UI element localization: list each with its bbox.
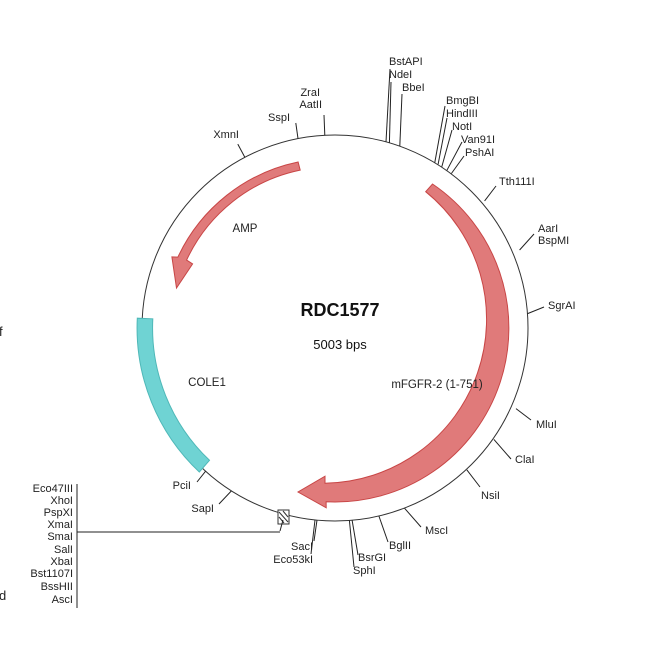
aatii-tick xyxy=(323,114,326,136)
site-label-saci: SacI xyxy=(291,541,313,553)
mlui-tick xyxy=(515,408,532,421)
site-label-bspmi: BspMI xyxy=(538,235,569,247)
sgrai-tick xyxy=(527,306,545,315)
mcs-site-label: XbaI xyxy=(50,556,73,568)
site-label-eco53ki: Eco53kI xyxy=(273,554,313,566)
site-label-zrai: ZraI xyxy=(300,87,320,99)
site-label-pshai: PshAI xyxy=(465,147,494,159)
bmgbi-tick xyxy=(434,105,446,163)
bsrgi-tick xyxy=(351,520,359,556)
sphi-tick xyxy=(348,520,355,568)
site-label-sspi: SspI xyxy=(268,112,290,124)
mfgfr2-feature-label: mFGFR-2 (1-751) xyxy=(391,379,483,391)
msci-tick xyxy=(404,507,422,528)
site-label-mlui: MluI xyxy=(536,419,557,431)
site-label-ndei: NdeI xyxy=(389,69,412,81)
site-label-xmni: XmnI xyxy=(213,129,239,141)
site-label-tth111i: Tth111I xyxy=(499,176,535,188)
bbei-tick xyxy=(399,93,403,147)
mcs-bracket xyxy=(76,484,280,608)
mcs-site-label: XmaI xyxy=(47,519,73,531)
nsii-tick xyxy=(466,469,481,488)
noti-tick xyxy=(441,129,453,167)
mcs-site-label: SalI xyxy=(54,544,73,556)
ndei-tick xyxy=(388,81,392,144)
van91i-tick xyxy=(446,141,463,171)
cole1-feature xyxy=(136,317,211,473)
site-label-sphi: SphI xyxy=(353,565,376,577)
site-label-sapi: SapI xyxy=(191,503,214,515)
site-label-van91i: Van91I xyxy=(461,134,495,146)
edge-fragment-d: d xyxy=(0,588,6,603)
eco53ki-tick xyxy=(310,519,316,555)
mcs-tick xyxy=(279,519,284,532)
restriction-site-ticks xyxy=(196,68,545,568)
mcs-site-label: SmaI xyxy=(47,531,73,543)
site-label-aari: AarI xyxy=(538,223,558,235)
mcs-site-label: Bst1107I xyxy=(30,568,73,580)
bstapi-tick xyxy=(385,68,391,142)
mcs-marker xyxy=(277,509,290,525)
site-label-bsrgi: BsrGI xyxy=(358,552,386,564)
mcs-site-label: XhoI xyxy=(50,495,73,507)
mcs-site-label: PspXI xyxy=(44,507,73,519)
site-label-bbei: BbeI xyxy=(402,82,425,94)
site-label-nsii: NsiI xyxy=(481,490,500,502)
tth111i-tick xyxy=(484,185,497,202)
site-label-bmgbi: BmgBI xyxy=(446,95,479,107)
saci-tick xyxy=(313,520,318,542)
mcs-site-label: Eco47III xyxy=(33,483,73,495)
pshai-tick xyxy=(450,155,465,174)
mcs-site-label: BssHII xyxy=(41,581,73,593)
hindiii-tick xyxy=(437,117,448,165)
site-label-hindiii: HindIII xyxy=(446,108,478,120)
pcii-tick xyxy=(196,470,207,483)
site-label-bglii: BglII xyxy=(389,540,411,552)
sapi-tick xyxy=(218,490,232,505)
mcs-site-label: AscI xyxy=(52,594,73,606)
amp-feature-label: AMP xyxy=(233,223,258,235)
site-label-aatii: AatII xyxy=(299,99,322,111)
plasmid-name: RDC1577 xyxy=(300,300,379,320)
site-label-noti: NotI xyxy=(452,121,472,133)
site-label-pcii: PciI xyxy=(173,480,191,492)
edge-fragment-f: f xyxy=(0,324,3,339)
aari-tick xyxy=(519,233,535,251)
site-label-sgrai: SgrAI xyxy=(548,300,576,312)
mfgfr2-feature-arrow xyxy=(296,183,510,509)
site-label-bstapi: BstAPI xyxy=(389,56,423,68)
cole1-feature-label: COLE1 xyxy=(188,377,226,389)
site-label-clai: ClaI xyxy=(515,454,535,466)
plasmid-size: 5003 bps xyxy=(313,337,367,352)
site-label-msci: MscI xyxy=(425,525,448,537)
amp-feature-arrow xyxy=(171,161,301,290)
bglii-tick xyxy=(378,515,389,543)
clai-tick xyxy=(493,439,512,460)
xmni-tick xyxy=(237,143,246,158)
sspi-tick xyxy=(295,122,299,139)
